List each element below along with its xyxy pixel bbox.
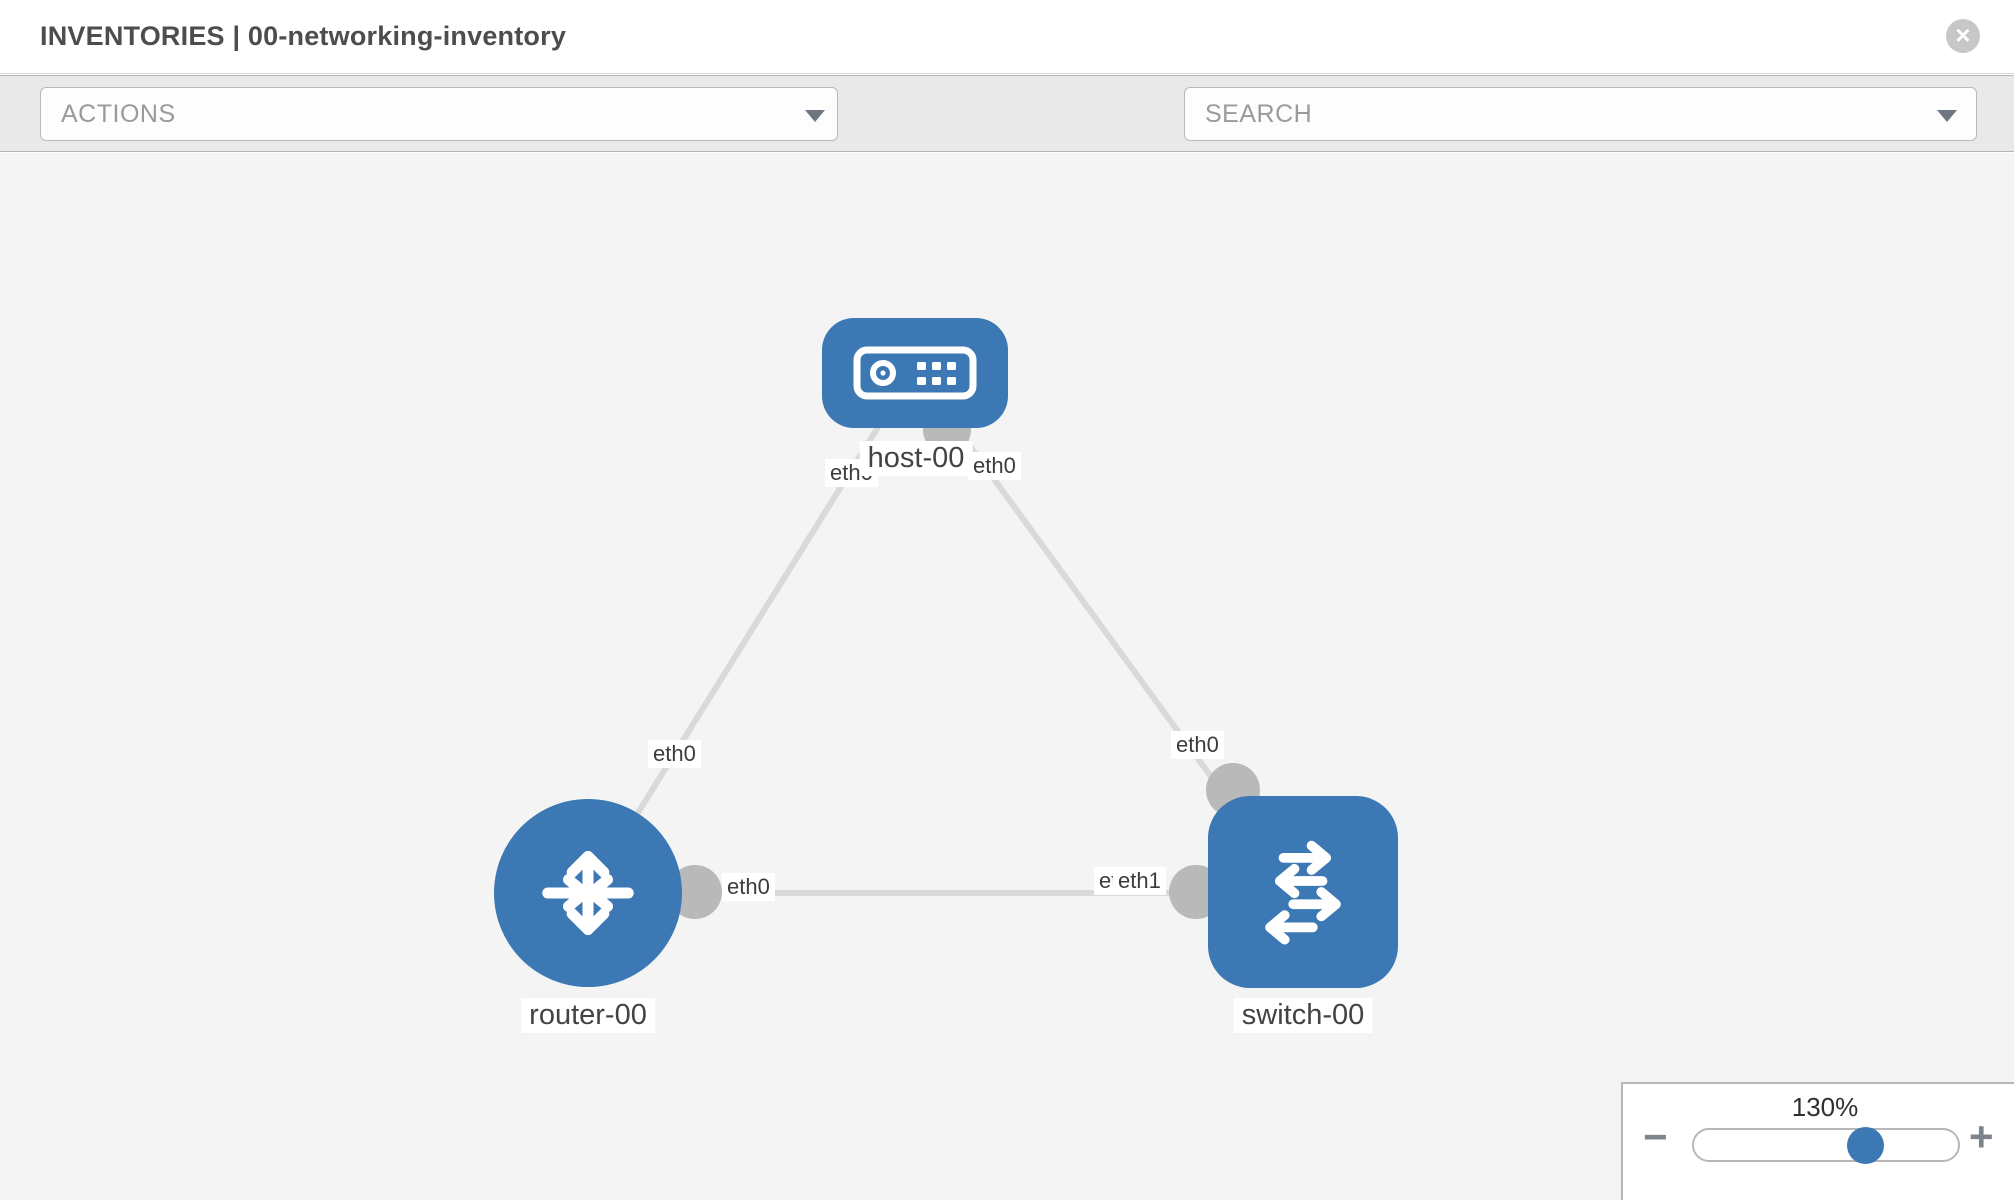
chevron-down-icon — [805, 110, 825, 122]
search-input[interactable] — [1205, 88, 1905, 140]
close-icon: × — [1955, 20, 1971, 50]
page-title: INVENTORIES | 00-networking-inventory — [40, 21, 567, 51]
zoom-level: 130% — [1791, 1092, 1859, 1122]
iface-label-router-eth0-upper: eth0 — [648, 740, 701, 768]
zoom-slider-thumb[interactable] — [1847, 1127, 1884, 1164]
topology-links-layer — [585, 406, 1300, 919]
page-header: INVENTORIES | 00-networking-inventory × — [0, 0, 2014, 74]
iface-label-router-eth0-horizontal: eth0 — [722, 873, 775, 901]
close-button[interactable]: × — [1946, 19, 1980, 53]
zoom-in-button[interactable]: + — [1969, 1116, 1994, 1158]
router-icon — [542, 850, 634, 936]
zoom-panel: 130% − + — [1621, 1082, 2014, 1200]
actions-dropdown[interactable]: ACTIONS — [40, 87, 838, 141]
node-switch-00[interactable] — [1208, 796, 1398, 988]
iface-label-switch-eth0-upper: eth0 — [1171, 731, 1224, 759]
node-label-host-00: host-00 — [859, 441, 973, 476]
chevron-down-icon — [1937, 110, 1957, 122]
minus-icon: − — [1643, 1113, 1668, 1160]
link-host-switch — [945, 414, 1261, 843]
node-label-switch-00: switch-00 — [1233, 998, 1373, 1033]
topology-canvas[interactable]: host-00 router-00 switch-00 eth0 eth0 et… — [0, 153, 2014, 1200]
node-router-00[interactable] — [494, 799, 682, 987]
connector-router-right — [668, 865, 722, 919]
actions-dropdown-label: ACTIONS — [61, 100, 176, 128]
node-host-00[interactable] — [822, 318, 1008, 428]
iface-label-host-eth0-right: eth0 — [968, 452, 1021, 480]
switch-icon — [1265, 840, 1341, 945]
search-dropdown[interactable] — [1184, 87, 1977, 141]
zoom-slider-track[interactable] — [1692, 1128, 1960, 1162]
iface-label-switch-eth1: eth1 — [1113, 867, 1166, 895]
plus-icon: + — [1969, 1113, 1994, 1160]
host-icon — [853, 346, 977, 400]
zoom-out-button[interactable]: − — [1643, 1116, 1668, 1158]
toolbar: ACTIONS — [0, 75, 2014, 211]
node-label-router-00: router-00 — [521, 998, 655, 1033]
